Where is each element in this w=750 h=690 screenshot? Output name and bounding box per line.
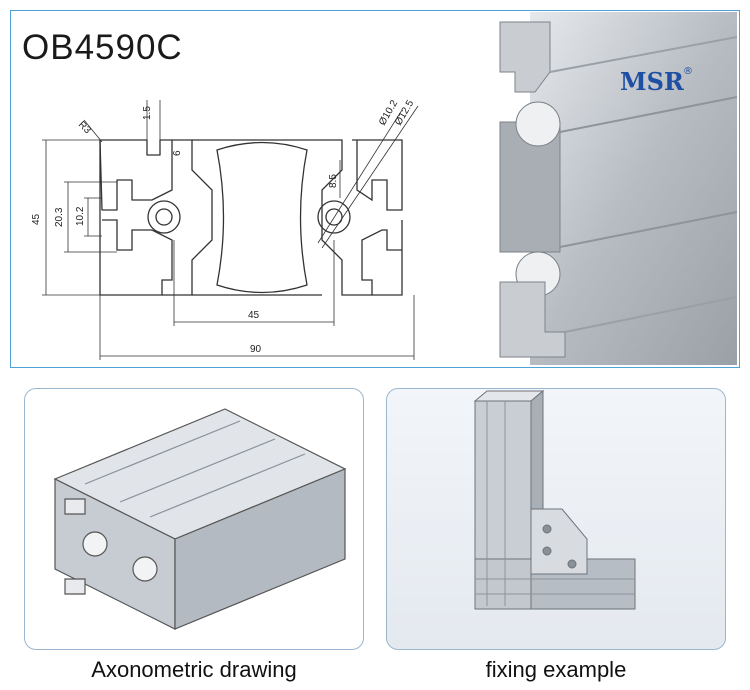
axonometric-caption: Axonometric drawing xyxy=(91,657,297,682)
dim-pitch: 45 xyxy=(248,310,260,321)
dim-bore-depth: 8.5 xyxy=(328,174,339,188)
dim-slot-opening: 10.2 xyxy=(75,206,86,226)
axonometric-illustration xyxy=(53,408,347,630)
model-title: OB4590C xyxy=(22,28,183,67)
dim-wall: 1.5 xyxy=(142,106,153,120)
fixing-caption: fixing example xyxy=(485,657,627,682)
dim-width: 90 xyxy=(250,344,262,355)
dim-height: 45 xyxy=(31,213,42,225)
dim-lip: 6 xyxy=(172,150,183,156)
fixing-example-card xyxy=(386,388,726,650)
fixing-example-illustration xyxy=(473,389,636,610)
axonometric-card xyxy=(24,388,364,650)
brand-registered-mark: ® xyxy=(683,66,693,77)
dim-slot-height: 20.3 xyxy=(54,207,65,227)
brand-logo: MSR xyxy=(620,67,685,96)
dim-radius: R3 xyxy=(76,119,93,136)
cross-section-drawing: 45 20.3 10.2 1.5 6 R3 Ø10.2 Ø12.5 8.5 45… xyxy=(31,98,419,360)
profile-render: MSR ® xyxy=(499,12,737,365)
